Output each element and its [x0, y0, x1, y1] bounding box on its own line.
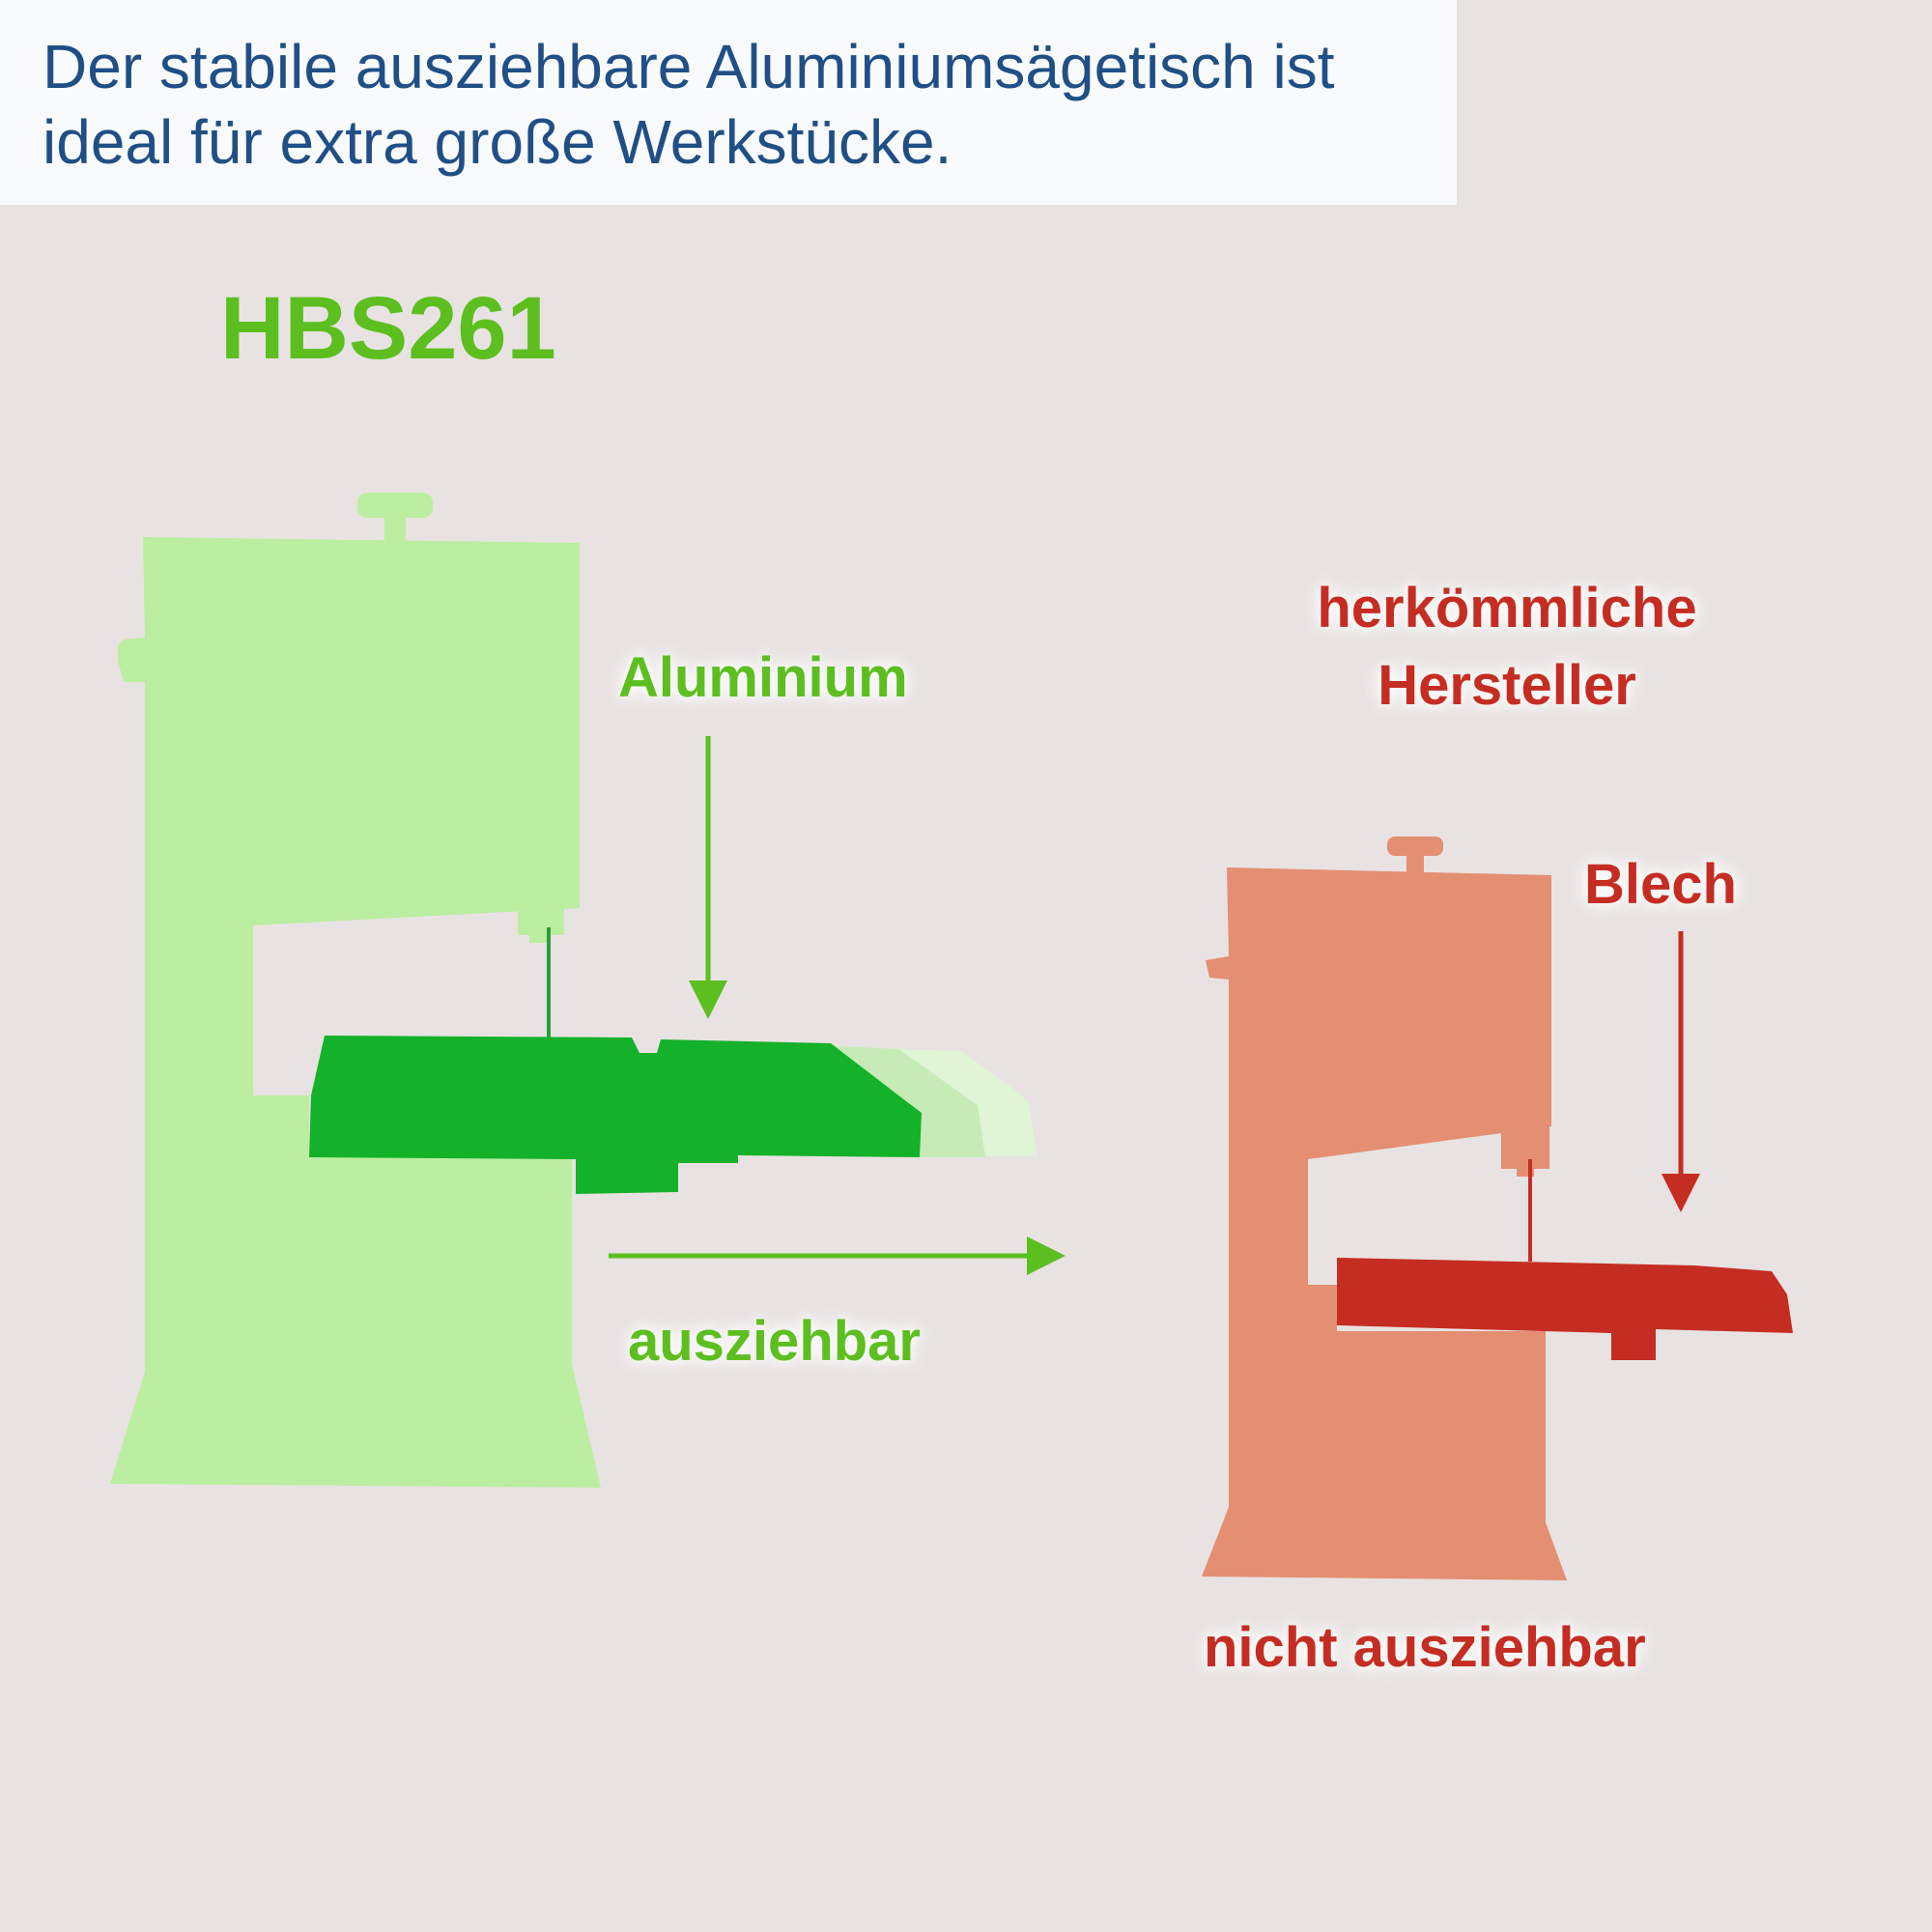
conventional-knob-icon — [1387, 837, 1443, 856]
hbs261-knob-icon — [357, 493, 433, 518]
comparison-table-feature: nicht ausziehbar — [1204, 1616, 1646, 1679]
hbs261-table-icon — [309, 1036, 922, 1194]
hbs261-knob-stem-icon — [384, 516, 406, 549]
conventional-table-icon — [1337, 1258, 1793, 1360]
product-table-material: Aluminium — [618, 646, 908, 709]
hbs261-blade-guide-icon — [518, 893, 564, 943]
product-table-feature: ausziehbar — [628, 1310, 921, 1373]
conventional-bandsaw-icon — [1202, 837, 1793, 1580]
headline-text: Der stabile ausziehbare Aluminiumsägetis… — [43, 32, 1335, 177]
comparison-title: herkömmliche Hersteller — [1317, 577, 1697, 717]
conventional-blade-guide-icon — [1501, 1126, 1549, 1177]
conventional-frame-icon — [1202, 867, 1567, 1580]
conventional-knob-stem-icon — [1406, 854, 1424, 875]
comparison-table-material: Blech — [1584, 853, 1737, 916]
product-model: HBS261 — [220, 279, 556, 378]
headline-banner: Der stabile ausziehbare Aluminiumsägetis… — [0, 0, 1457, 205]
hbs261-frame-icon — [110, 537, 601, 1488]
hbs261-bandsaw-icon — [110, 493, 1037, 1488]
